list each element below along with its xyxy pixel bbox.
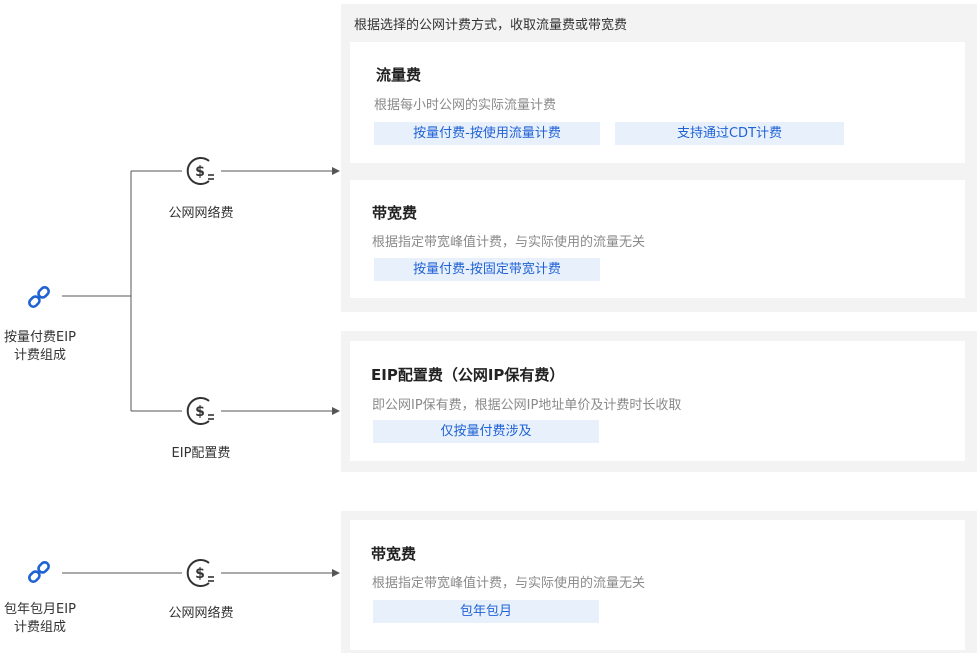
eip-config-fee-card: EIP配置费（公网IP保有费） 即公网IP保有费，根据公网IP地址单价及计费时长…: [350, 341, 965, 461]
card-title: 带宽费: [371, 545, 417, 563]
svg-text:$: $: [195, 404, 205, 420]
card-description: 根据每小时公网的实际流量计费: [374, 98, 557, 113]
prepaid-eip-label-line2: 计费组成: [13, 620, 66, 635]
svg-text:$: $: [195, 164, 205, 180]
eip-fee-label: EIP配置费: [171, 446, 231, 461]
payg-eip-label: 按量付费EIP 计费组成: [0, 329, 85, 365]
prepaid-fee-panel: 带宽费 根据指定带宽峰值计费，与实际使用的流量无关 包年包月: [341, 511, 977, 653]
traffic-fee-card: 流量费 根据每小时公网的实际流量计费 按量付费-按使用流量计费 支持通过CDT计…: [350, 42, 965, 163]
payg-eip-label-line2: 计费组成: [13, 348, 66, 363]
card-description: 根据指定带宽峰值计费，与实际使用的流量无关: [372, 235, 646, 250]
billing-tag: 按量付费-按使用流量计费: [374, 122, 600, 145]
billing-tag: 包年包月: [373, 600, 599, 623]
network-fee-label-prepaid: 公网网络费: [168, 606, 234, 621]
network-fee-label: 公网网络费: [168, 206, 234, 221]
network-fee-panel: 根据选择的公网计费方式，收取流量费或带宽费 流量费 根据每小时公网的实际流量计费…: [341, 4, 977, 312]
prepaid-bandwidth-card: 带宽费 根据指定带宽峰值计费，与实际使用的流量无关 包年包月: [350, 520, 965, 650]
eip-fee-panel: EIP配置费（公网IP保有费） 即公网IP保有费，根据公网IP地址单价及计费时长…: [341, 331, 977, 472]
svg-text:$: $: [195, 566, 205, 582]
card-title: 流量费: [376, 66, 422, 84]
card-description: 即公网IP保有费，根据公网IP地址单价及计费时长收取: [372, 398, 682, 413]
card-title: 带宽费: [372, 204, 418, 222]
billing-tag: 仅按量付费涉及: [373, 420, 599, 443]
card-title: EIP配置费（公网IP保有费）: [371, 366, 565, 384]
bandwidth-fee-card: 带宽费 根据指定带宽峰值计费，与实际使用的流量无关 按量付费-按固定带宽计费: [350, 180, 965, 298]
link-icon: [28, 286, 50, 308]
dollar-fee-icon: $: [186, 559, 214, 587]
link-icon: [28, 561, 50, 583]
panel-note: 根据选择的公网计费方式，收取流量费或带宽费: [354, 18, 628, 33]
dollar-fee-icon: $: [186, 397, 214, 425]
prepaid-eip-label-line1: 包年包月EIP: [4, 602, 76, 617]
prepaid-eip-label: 包年包月EIP 计费组成: [0, 601, 85, 637]
card-description: 根据指定带宽峰值计费，与实际使用的流量无关: [372, 576, 646, 591]
payg-eip-label-line1: 按量付费EIP: [4, 330, 76, 345]
dollar-fee-icon: $: [186, 157, 214, 185]
billing-tag: 按量付费-按固定带宽计费: [374, 258, 600, 281]
billing-tag: 支持通过CDT计费: [615, 122, 844, 145]
